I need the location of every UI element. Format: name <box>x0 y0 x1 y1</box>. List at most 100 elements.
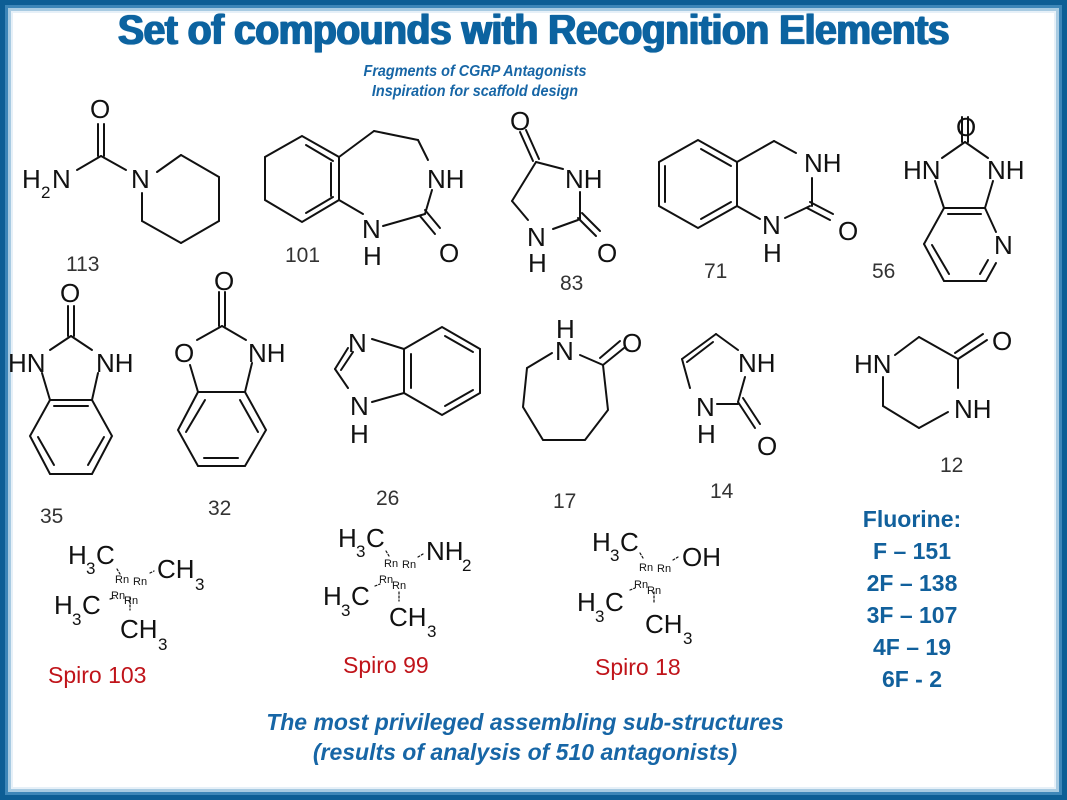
rn-label: Rn <box>647 585 661 597</box>
group-sub: 3 <box>356 542 365 561</box>
group-h: H <box>577 587 596 617</box>
group-c: C <box>351 581 370 611</box>
fragment-35: O HN NH 35 <box>8 278 134 528</box>
atom-o1: O <box>510 106 530 136</box>
atom-nh: NH <box>565 164 603 194</box>
atom-nh-n: N <box>350 391 369 421</box>
group-sub: 3 <box>610 546 619 565</box>
atom-nh: NH <box>96 348 134 378</box>
atom-n: N <box>362 214 381 244</box>
rn-label: Rn <box>379 574 393 586</box>
slide-title: Set of compounds with Recognition Elemen… <box>117 6 950 53</box>
subtitle-line-2: Inspiration for scaffold design <box>371 83 579 100</box>
atom-nh: NH <box>954 394 992 424</box>
group-h: H <box>68 540 87 570</box>
count-label: 26 <box>376 487 399 510</box>
fragment-14: NH N H O 14 <box>681 333 777 503</box>
atom-o: O <box>992 326 1012 356</box>
count-label: 71 <box>704 260 727 283</box>
rn-label: Rn <box>124 595 138 607</box>
group-h: H <box>592 527 611 557</box>
atom-o2: O <box>597 238 617 268</box>
atom-o: O <box>956 112 976 142</box>
spiro-label: Spiro 103 <box>48 662 146 688</box>
atom-h: H <box>22 164 41 194</box>
spiro-18: H 3 C OH H 3 C CH 3 Rn Rn Rn Rn Spiro 18 <box>577 527 721 680</box>
atom-h: H <box>697 419 716 449</box>
atom-h: H <box>363 241 382 271</box>
group-sub: 2 <box>462 556 471 575</box>
atom-sub: 2 <box>41 183 50 202</box>
atom-o-carbonyl: O <box>214 266 234 296</box>
atom-n: N <box>696 392 715 422</box>
count-label: 113 <box>66 253 99 276</box>
spiro-99: H 3 C NH 2 H 3 C CH 3 Rn Rn Rn Rn Spiro … <box>323 523 471 678</box>
rn-label: Rn <box>639 562 653 574</box>
group-c: C <box>366 523 385 553</box>
fragment-113: O N H 2 N 113 <box>22 94 220 276</box>
group-sub: 3 <box>341 601 350 620</box>
count-label: 14 <box>710 480 734 503</box>
fluorine-heading: Fluorine: <box>862 506 962 532</box>
group-h: H <box>323 581 342 611</box>
atom-nh: NH <box>427 164 465 194</box>
group-c: C <box>82 590 101 620</box>
atom-nh-h: H <box>350 419 369 449</box>
atom-nh: NH <box>248 338 286 368</box>
atom-o: O <box>838 216 858 246</box>
fragment-56: O HN NH N 56 <box>872 112 1025 283</box>
fluorine-item: 2F – 138 <box>866 570 958 596</box>
atom-n: N <box>994 230 1013 260</box>
atom-h: H <box>528 248 547 278</box>
subtitle-line-1: Fragments of CGRP Antagonists <box>363 63 587 80</box>
fragment-71: NH N H O 71 <box>658 138 858 283</box>
fragment-12: HN O NH 12 <box>854 326 1012 477</box>
atom-hn: HN <box>854 349 892 379</box>
group-sub: 3 <box>427 622 436 641</box>
atom-n: N <box>527 222 546 252</box>
group-sub: 3 <box>195 575 204 594</box>
atom-o: O <box>90 94 110 124</box>
rn-label: Rn <box>111 590 125 602</box>
group-ch: CH <box>157 554 195 584</box>
footer-caption: The most privileged assembling sub-struc… <box>160 707 890 767</box>
group-ch: CH <box>120 614 158 644</box>
atom-o: O <box>60 278 80 308</box>
fragment-17: H N O 17 <box>521 314 642 513</box>
subtitle: Fragments of CGRP Antagonists Inspiratio… <box>309 62 642 102</box>
group-h: H <box>54 590 73 620</box>
group-ch: CH <box>389 602 427 632</box>
atom-n2: N <box>52 164 71 194</box>
group-sub: 3 <box>72 610 81 629</box>
atom-hn: HN <box>8 348 46 378</box>
atom-n: N <box>762 210 781 240</box>
group-c: C <box>96 540 115 570</box>
count-label: 56 <box>872 260 895 283</box>
atom-n: N <box>555 336 574 366</box>
footer-line-2: (results of analysis of 510 antagonists) <box>312 739 738 765</box>
group-c: C <box>605 587 624 617</box>
atom-n: N <box>348 328 367 358</box>
count-label: 32 <box>208 497 231 520</box>
fluorine-item: 4F – 19 <box>873 634 951 660</box>
atom-nh: NH <box>987 155 1025 185</box>
fluorine-item: F – 151 <box>873 538 951 564</box>
rn-label: Rn <box>392 580 406 592</box>
group-sub: 3 <box>683 629 692 648</box>
atom-o: O <box>622 328 642 358</box>
atom-nh: NH <box>804 148 842 178</box>
fragment-32: O O NH 32 <box>174 266 286 520</box>
atom-nh: NH <box>738 348 776 378</box>
spiro-103: H 3 C CH 3 H 3 C CH 3 Rn Rn Rn Rn Spiro … <box>48 540 204 688</box>
footer-line-1: The most privileged assembling sub-struc… <box>266 709 784 735</box>
spiro-label: Spiro 99 <box>343 652 429 678</box>
group-sub: 3 <box>158 635 167 654</box>
group-sub: 3 <box>595 607 604 626</box>
atom-o: O <box>757 431 777 461</box>
fluorine-item: 3F – 107 <box>866 602 958 628</box>
spiro-label: Spiro 18 <box>595 654 681 680</box>
atom-o: O <box>439 238 459 268</box>
atom-o-ring: O <box>174 338 194 368</box>
